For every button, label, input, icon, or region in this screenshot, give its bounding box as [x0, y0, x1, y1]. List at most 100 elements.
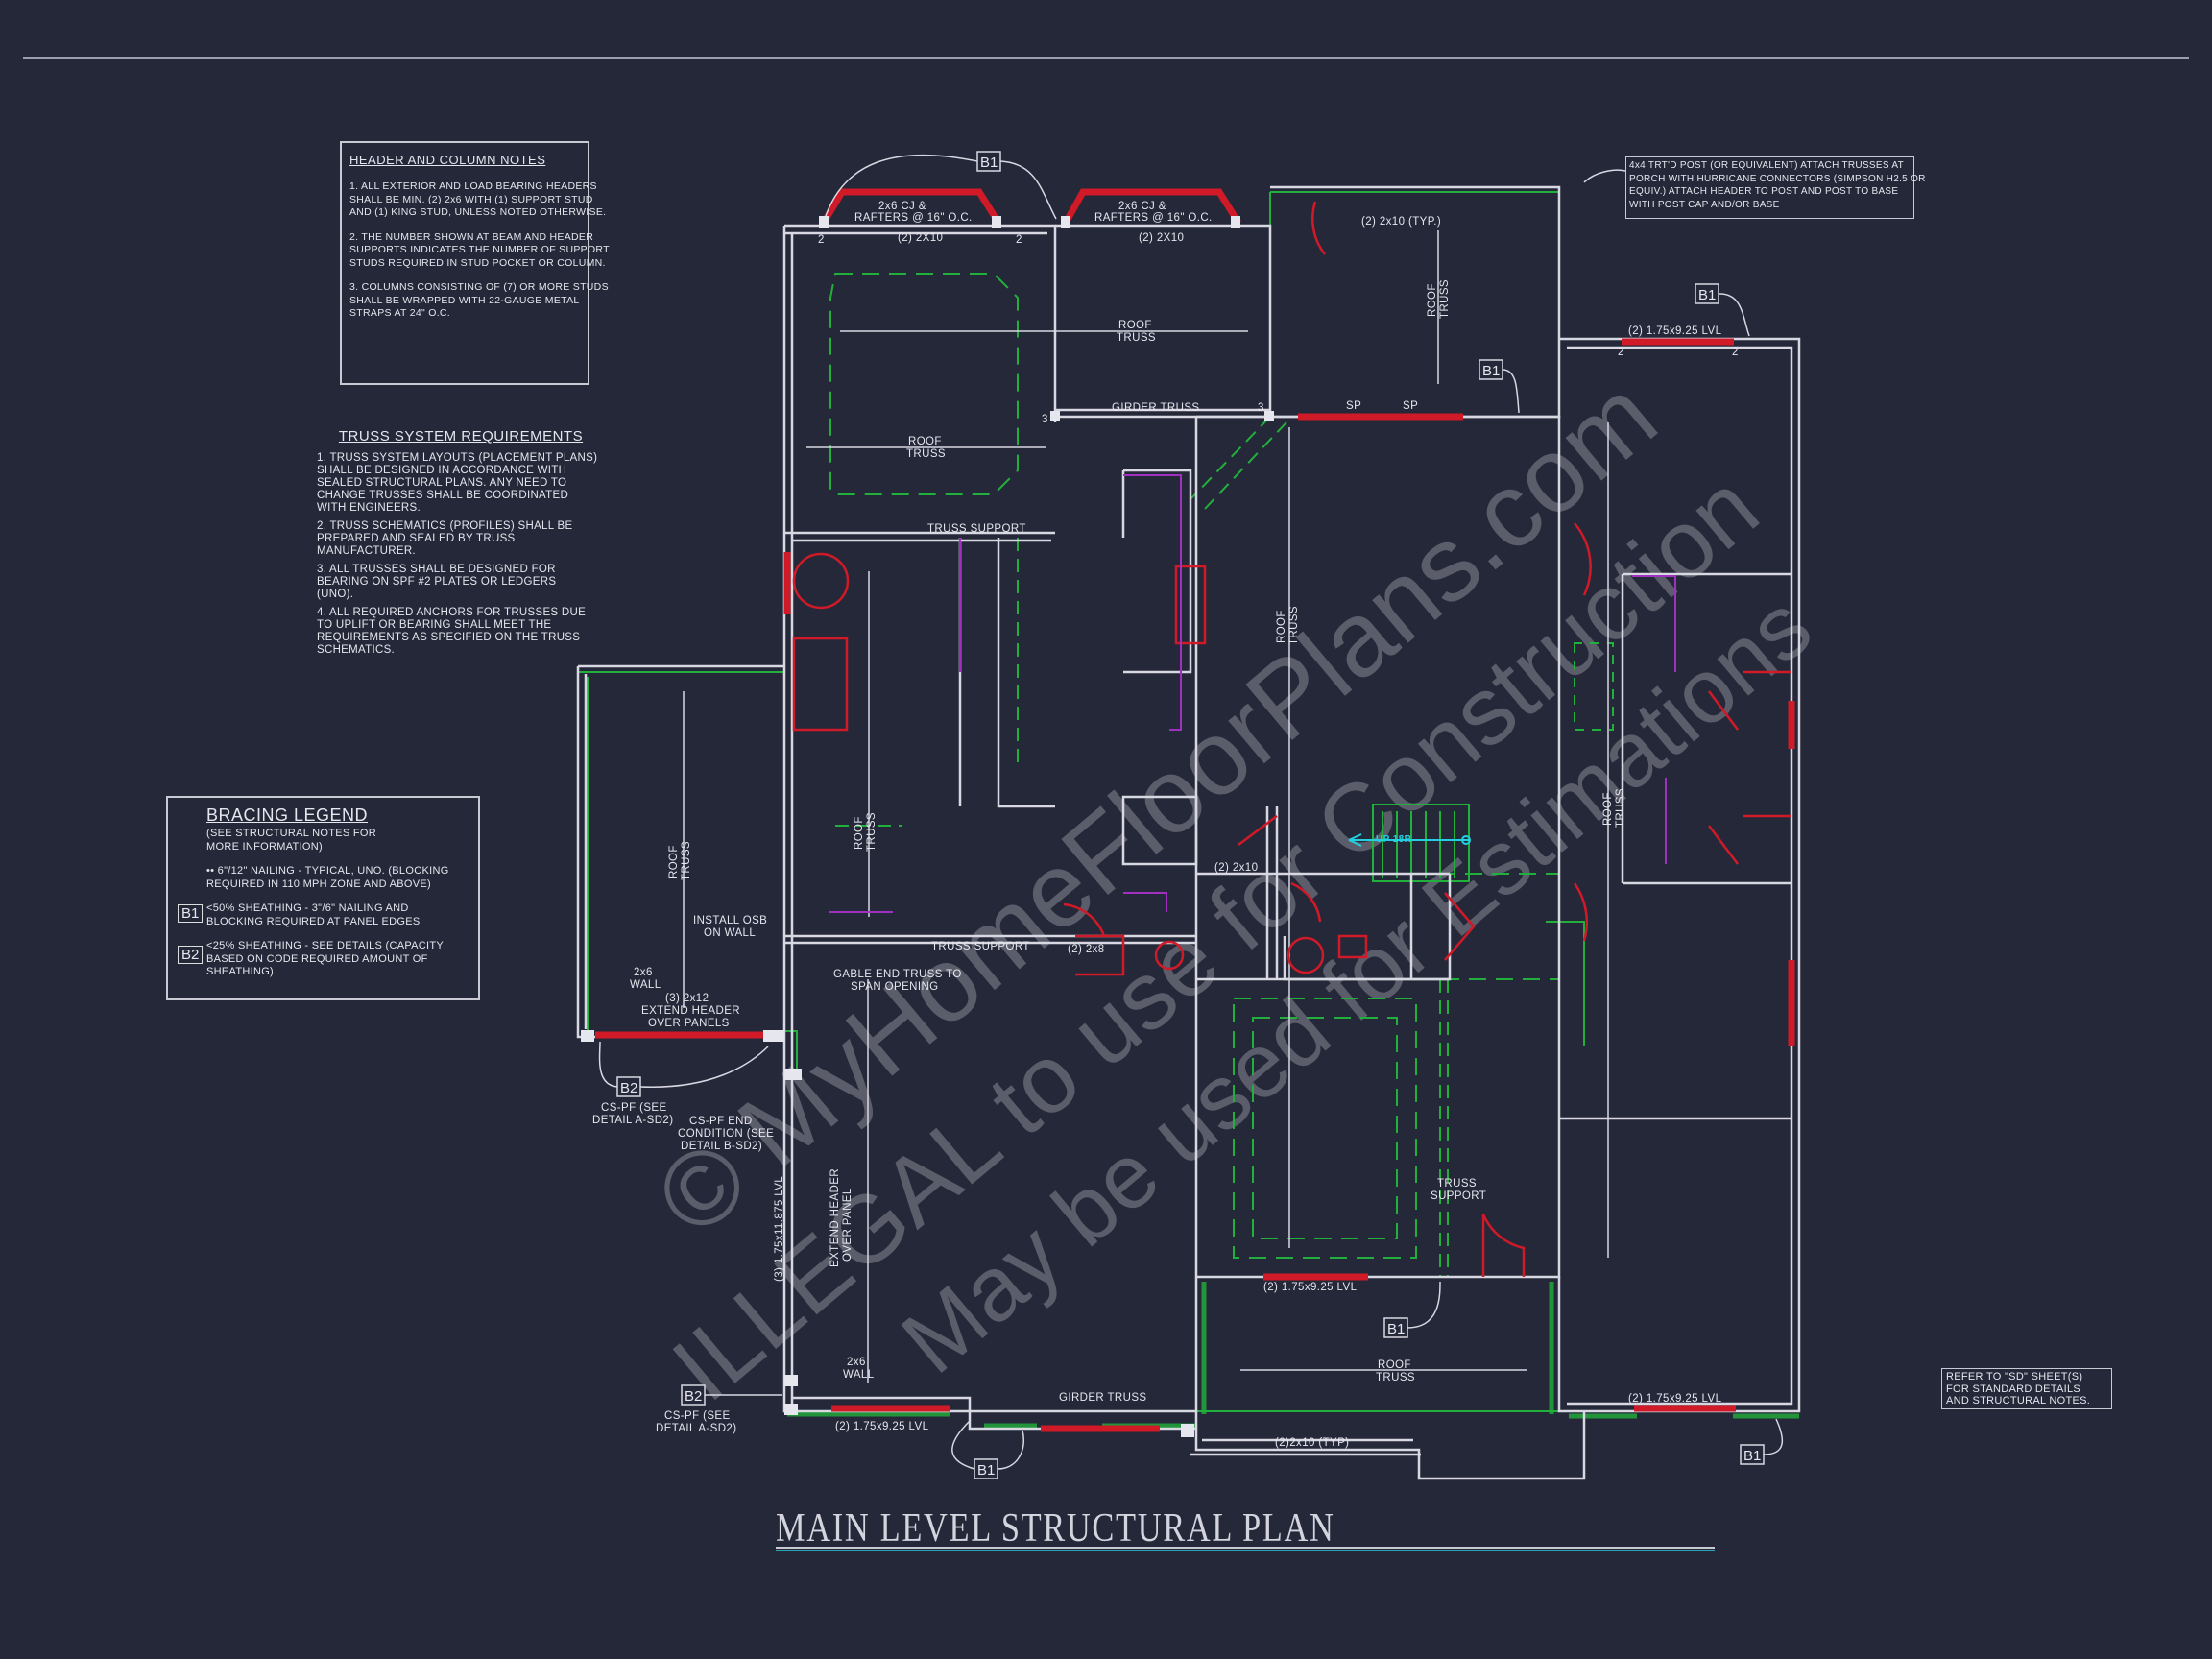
note-line: WITH ENGINEERS. [317, 502, 421, 514]
legend-typical: REQUIRED IN 110 MPH ZONE AND ABOVE) [206, 878, 432, 890]
note-line: 2. THE NUMBER SHOWN AT BEAM AND HEADER [349, 230, 594, 243]
extend-header-label: OVER PANEL [842, 1188, 854, 1262]
sheet-border-line [23, 57, 2189, 59]
note-line: 3. COLUMNS CONSISTING OF (7) OR MORE STU… [349, 281, 609, 293]
cj-rafters-label: 2x6 CJ & [878, 201, 926, 212]
note-line: SEALED STRUCTURAL PLANS. ANY NEED TO [317, 477, 567, 489]
header-label: OVER PANELS [648, 1018, 730, 1029]
cabinets [830, 474, 1676, 913]
note-line: 1. TRUSS SYSTEM LAYOUTS (PLACEMENT PLANS… [317, 452, 598, 464]
beams [595, 188, 1795, 1432]
note-line: SCHEMATICS. [317, 644, 396, 656]
plan-labels: 2x6 CJ & RAFTERS @ 16" O.C. 2x6 CJ & RAF… [592, 201, 1738, 1449]
note-line: STUDS REQUIRED IN STUD POCKET OR COLUMN. [349, 256, 606, 269]
note-line: AND STRUCTURAL NOTES. [1946, 1395, 2091, 1407]
note-line: PORCH WITH HURRICANE CONNECTORS (SIMPSON… [1629, 173, 1926, 184]
tag-b1: B1 [1482, 363, 1500, 379]
roof-truss-label: ROOF [908, 436, 942, 447]
note-line: PREPARED AND SEALED BY TRUSS [317, 533, 516, 544]
tag-b1: B1 [1387, 1321, 1405, 1337]
b1-tag: B1 [178, 904, 204, 923]
cj-rafters-label: 2x6 CJ & [1118, 201, 1166, 212]
roof-truss-label: TRUSS [681, 841, 692, 880]
note-line: REQUIREMENTS AS SPECIFIED ON THE TRUSS [317, 632, 581, 643]
lvl-vertical-label: (3) 1.75x11.875 LVL [774, 1176, 785, 1282]
b2-tag: B2 [178, 946, 204, 964]
cs-pf-end-label: DETAIL B-SD2) [681, 1141, 762, 1152]
legend-subtitle: MORE INFORMATION) [206, 840, 323, 853]
sp-label: SP [1346, 400, 1361, 412]
roof-truss-label: ROOF [854, 816, 865, 850]
roof-truss-label: ROOF [1427, 283, 1438, 317]
install-osb-label: ON WALL [704, 927, 756, 939]
truss-support-label: TRUSS [1437, 1178, 1477, 1190]
cs-pf-label: DETAIL A-SD2) [592, 1115, 673, 1126]
note-line: (UNO). [317, 589, 354, 600]
bracing-legend-title: BRACING LEGEND [206, 805, 369, 825]
gable-end-label: SPAN OPENING [851, 981, 939, 993]
roof-truss-label: TRUSS [1288, 606, 1300, 645]
post-count: 2 [1618, 347, 1624, 358]
header-column-notes: HEADER AND COLUMN NOTES 1. ALL EXTERIOR … [340, 141, 610, 385]
install-osb-label: INSTALL OSB [693, 915, 767, 926]
header-notes-title: HEADER AND COLUMN NOTES [349, 153, 546, 167]
legend-b2: BASED ON CODE REQUIRED AMOUNT OF [206, 952, 428, 965]
gable-end-label: GABLE END TRUSS TO [833, 969, 962, 980]
header-label: EXTEND HEADER [641, 1005, 740, 1017]
lvl-label: (2) 1.75x9.25 LVL [835, 1421, 929, 1432]
wall-label: 2x6 [847, 1357, 866, 1368]
roof-truss-label: TRUSS [866, 812, 878, 852]
post-count: 2 [818, 234, 825, 246]
wall-label: 2x6 [634, 967, 653, 978]
tag-b2: B2 [620, 1080, 637, 1096]
note-line: 4x4 TRT'D POST (OR EQUIVALENT) ATTACH TR… [1629, 160, 1904, 171]
roof-truss-label: ROOF [1118, 320, 1152, 331]
tag-b1: B1 [1698, 287, 1716, 303]
note-line: FOR STANDARD DETAILS [1946, 1382, 2081, 1395]
walls [576, 185, 1801, 1480]
roof-truss-label: ROOF [1378, 1359, 1411, 1371]
roof-truss-label: ROOF [668, 845, 680, 878]
note-line: SHALL BE MIN. (2) 2x6 WITH (1) SUPPORT S… [349, 193, 593, 205]
wall-label: WALL [630, 979, 661, 991]
truss-support-label: SUPPORT [1431, 1190, 1486, 1202]
note-line: SUPPORTS INDICATES THE NUMBER OF SUPPORT [349, 244, 610, 255]
cs-pf-end-label: CS-PF END [689, 1116, 753, 1127]
note-line: SHALL BE DESIGNED IN ACCORDANCE WITH [317, 465, 567, 476]
header-label: (2) 2x10 (TYP.) [1361, 216, 1441, 228]
sp-label: SP [1403, 400, 1418, 412]
girder-truss-label: GIRDER TRUSS [1059, 1392, 1147, 1404]
roof-truss-label: TRUSS [1376, 1372, 1415, 1383]
drawing-title: MAIN LEVEL STRUCTURAL PLAN [776, 1506, 1335, 1551]
truss-system-requirements: TRUSS SYSTEM REQUIREMENTS 1. TRUSS SYSTE… [317, 428, 605, 657]
post-count: 3 [1042, 414, 1048, 425]
truss-lines [578, 191, 1614, 1412]
cs-pf-label: DETAIL A-SD2) [656, 1423, 736, 1434]
stairs-arrow [1348, 833, 1471, 847]
legend-subtitle: (SEE STRUCTURAL NOTES FOR [206, 828, 376, 839]
roof-truss-label: TRUSS [1615, 788, 1626, 828]
roof-truss-label: ROOF [1276, 610, 1287, 643]
header-label: (2) 2x10 [1214, 862, 1258, 874]
lvl-label: (2) 1.75x9.25 LVL [1628, 325, 1722, 337]
legend-typical: •• 6"/12" NAILING - TYPICAL, UNO. (BLOCK… [206, 865, 449, 877]
post-count: 3 [1258, 402, 1264, 414]
note-line: REFER TO "SD" SHEET(S) [1946, 1371, 2083, 1382]
extend-header-label: EXTEND HEADER [830, 1168, 841, 1267]
doors-fixtures [792, 201, 1791, 1277]
tag-b1: B1 [1743, 1448, 1761, 1464]
legend-b2: SHEATHING) [206, 966, 275, 977]
roof-truss-label: TRUSS [1439, 279, 1451, 319]
stairs-label: UP 18R [1376, 834, 1412, 845]
header-label: (2) 2X10 [1139, 232, 1184, 244]
cj-rafters-label: RAFTERS @ 16" O.C. [854, 212, 973, 224]
note-line: 3. ALL TRUSSES SHALL BE DESIGNED FOR [317, 564, 556, 575]
note-line: CHANGE TRUSSES SHALL BE COORDINATED [317, 490, 569, 501]
tag-b2: B2 [685, 1388, 702, 1405]
tag-b1: B1 [977, 1462, 995, 1479]
note-line: 2. TRUSS SCHEMATICS (PROFILES) SHALL BE [317, 520, 573, 532]
note-line: SHALL BE WRAPPED WITH 22-GAUGE METAL [349, 294, 580, 306]
